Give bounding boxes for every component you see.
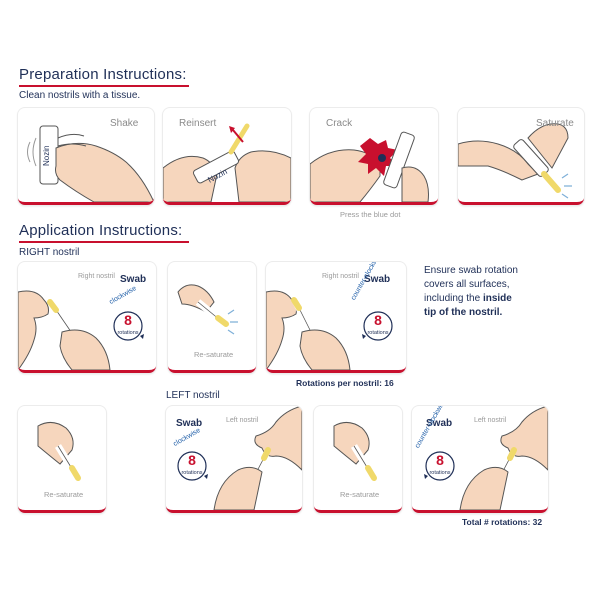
resaturate-illustration-3 — [333, 422, 377, 481]
right-resaturate-panel: Re-saturate — [168, 262, 256, 373]
left-resaturate-panel-1: Re-saturate — [18, 406, 106, 513]
saturate-illustration — [458, 123, 572, 199]
clockwise-rotation-icon-2 — [177, 451, 208, 481]
rotation-count-4: 8 — [436, 452, 444, 468]
crack-illustration — [310, 131, 429, 202]
step-reinsert-panel: Nozin Reinsert — [163, 108, 291, 205]
note-line-3a: including the — [424, 293, 483, 304]
step-shake-label: Shake — [110, 118, 139, 129]
step-crack-panel: Crack — [310, 108, 438, 205]
resaturate-illustration-1 — [177, 284, 238, 335]
right-swab-label-2: Swab — [364, 274, 391, 285]
step-crack-label: Crack — [326, 118, 353, 129]
left-swab-label-2: Swab — [426, 418, 453, 429]
left-nostril-title: LEFT nostril — [166, 390, 220, 401]
shake-illustration: Nozin — [27, 125, 154, 202]
right-counterclockwise-illustration — [266, 290, 351, 370]
note-line-1: Ensure swab rotation — [424, 265, 518, 276]
rotation-unit-4: rotations — [429, 470, 451, 476]
resaturate-caption-3: Re-saturate — [340, 490, 380, 499]
resaturate-illustration-2 — [37, 422, 81, 481]
preparation-title: Preparation Instructions: — [19, 66, 187, 83]
application-title-underline — [19, 241, 189, 243]
left-resaturate-panel-2: Re-saturate — [314, 406, 402, 513]
rotations-per-nostril: Rotations per nostril: 16 — [296, 378, 394, 388]
step-saturate-label: Saturate — [536, 118, 574, 129]
counterclockwise-rotation-icon — [362, 311, 393, 341]
note-line-2: covers all surfaces, — [424, 279, 510, 290]
counterclockwise-rotation-icon-2 — [424, 451, 455, 481]
resaturate-caption-2: Re-saturate — [44, 490, 84, 499]
rotation-unit-3: rotations — [181, 470, 203, 476]
left-nostril-label-2: Left nostril — [474, 417, 507, 424]
preparation-title-underline — [19, 85, 189, 87]
application-title: Application Instructions: — [19, 222, 183, 239]
rotation-note: Ensure swab rotation covers all surfaces… — [424, 264, 594, 320]
rotation-count-2: 8 — [374, 312, 382, 328]
right-swab-counterclockwise-panel: Right nostril Swab 8 rotations counter-c… — [266, 262, 406, 373]
step-saturate-panel: Saturate — [458, 108, 584, 205]
rotation-unit-1: rotations — [117, 330, 139, 336]
left-swab-label-1: Swab — [176, 418, 203, 429]
left-clockwise-illustration — [213, 406, 302, 510]
nozin-brand-text: Nozin — [42, 146, 51, 166]
right-nostril-title: RIGHT nostril — [19, 247, 80, 258]
rotation-count-3: 8 — [188, 452, 196, 468]
total-rotations: Total # rotations: 32 — [462, 517, 543, 527]
right-swab-label-1: Swab — [120, 274, 147, 285]
left-nostril-label-1: Left nostril — [226, 417, 259, 424]
right-nostril-label-1: Right nostril — [78, 273, 115, 280]
note-line-3b: inside — [482, 293, 512, 304]
rotation-count-1: 8 — [124, 312, 132, 328]
rotation-unit-2: rotations — [367, 330, 389, 336]
right-clockwise-illustration — [18, 290, 111, 370]
step-reinsert-label: Reinsert — [179, 118, 217, 129]
left-swab-clockwise-panel: Swab Left nostril 8 rotations clockwise — [166, 406, 302, 513]
right-nostril-label-2: Right nostril — [322, 273, 359, 280]
preparation-subtitle: Clean nostrils with a tissue. — [19, 90, 141, 101]
note-line-4: tip of the nostril. — [424, 307, 503, 318]
right-swab-clockwise-panel: Right nostril Swab 8 rotations clockwise — [18, 262, 156, 373]
resaturate-caption-1: Re-saturate — [194, 350, 234, 359]
left-swab-counterclockwise-panel: Swab Left nostril 8 rotations counter-cl… — [412, 406, 548, 513]
clockwise-rotation-icon — [113, 311, 144, 341]
crack-caption: Press the blue dot — [340, 210, 401, 219]
left-counterclockwise-illustration — [459, 406, 548, 510]
step-shake-panel: Nozin Shake — [18, 108, 154, 205]
reinsert-illustration: Nozin — [163, 123, 291, 202]
